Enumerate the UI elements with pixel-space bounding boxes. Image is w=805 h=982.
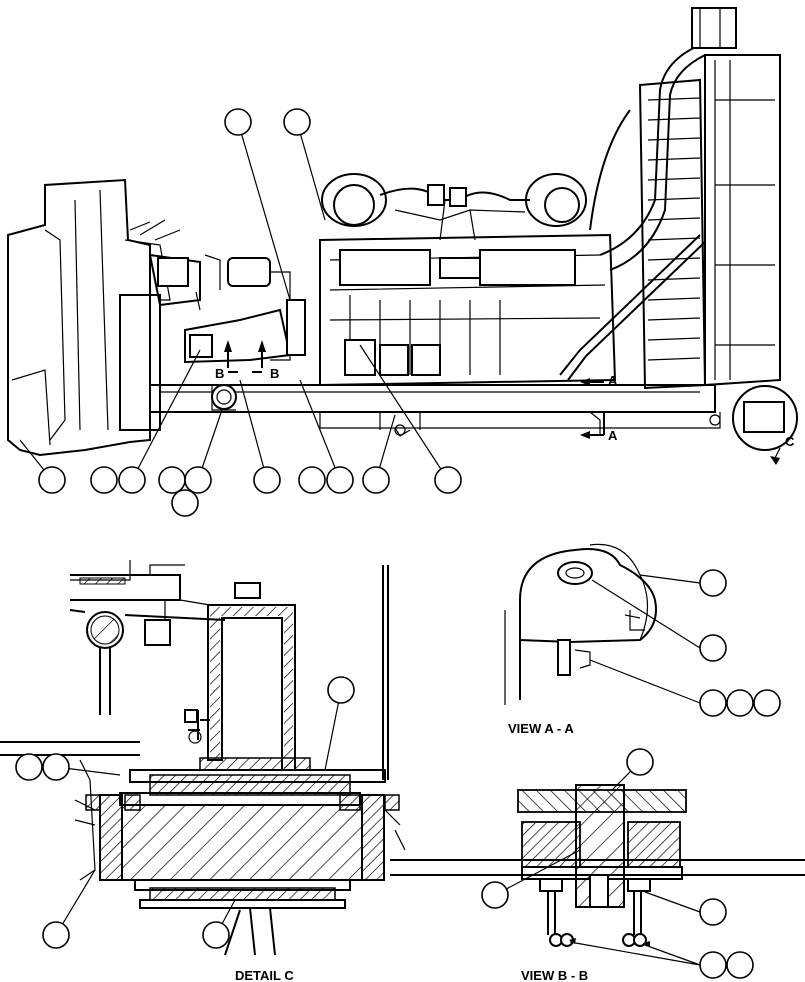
view-aa: VIEW A - A — [504, 543, 781, 736]
callout-balloon — [362, 466, 390, 494]
callout-balloon — [90, 466, 118, 494]
callout-balloon — [626, 748, 654, 776]
callout-balloon — [42, 753, 70, 781]
callout-balloon — [699, 898, 727, 926]
callout-balloon — [481, 881, 509, 909]
callout-balloon — [699, 634, 727, 662]
callout-balloon — [326, 466, 354, 494]
caption-detail-c: DETAIL C — [235, 968, 294, 982]
callout-balloon — [171, 489, 199, 517]
section-marker-a-upper: A — [608, 373, 618, 388]
callout-balloon — [118, 466, 146, 494]
callout-balloon — [699, 569, 727, 597]
detail-c-view: DETAIL C — [0, 560, 805, 982]
callout-balloon — [38, 466, 66, 494]
callout-balloon — [42, 921, 70, 949]
caption-view-aa: VIEW A - A — [508, 721, 574, 736]
main-assembly-view — [7, 7, 798, 457]
callout-balloon — [15, 753, 43, 781]
callout-balloon — [283, 108, 311, 136]
callout-balloon — [753, 689, 781, 717]
section-markers: B B A A C — [215, 340, 795, 465]
callout-balloon — [726, 951, 754, 979]
caption-view-bb: VIEW B - B — [521, 968, 588, 982]
callout-balloon — [699, 689, 727, 717]
callout-balloon — [224, 108, 252, 136]
callout-balloon — [253, 466, 281, 494]
callout-balloon — [184, 466, 212, 494]
section-marker-b-left: B — [215, 366, 224, 381]
section-marker-b-right: B — [270, 366, 279, 381]
callout-balloons-main — [38, 108, 462, 517]
callout-balloon — [699, 951, 727, 979]
callout-balloon — [202, 921, 230, 949]
leader-lines-main — [19, 121, 449, 481]
callout-balloon — [726, 689, 754, 717]
section-marker-a-lower: A — [608, 428, 618, 443]
callout-balloon — [158, 466, 186, 494]
callout-balloon — [298, 466, 326, 494]
callout-balloon — [434, 466, 462, 494]
callout-balloon — [327, 676, 355, 704]
section-marker-c: C — [785, 434, 795, 449]
view-bb: VIEW B - B — [481, 748, 754, 982]
